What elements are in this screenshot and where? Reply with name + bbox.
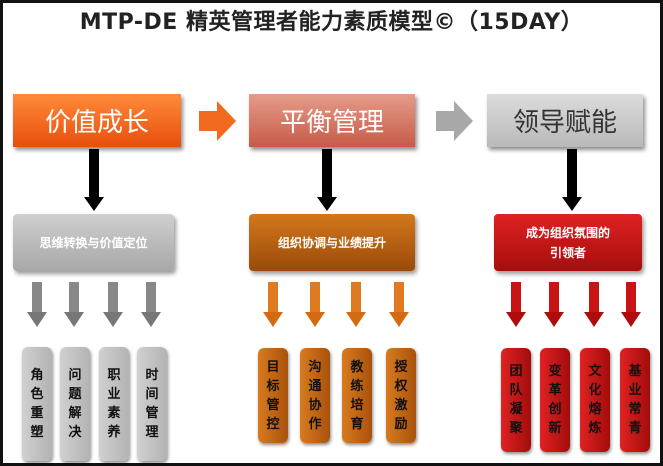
sub-box-label: 思维转换与价值定位 <box>39 235 148 250</box>
stage-balance-management: 平衡管理 <box>249 94 415 147</box>
down-arrow-black <box>317 149 337 211</box>
down-arrow-black <box>562 149 582 211</box>
leaf-label: 授权激励 <box>394 359 408 432</box>
stage-value-growth: 价值成长 <box>13 94 181 147</box>
leaf-role-reshape: 角色重塑 <box>22 347 52 461</box>
leaf-label: 文化熔炼 <box>588 364 602 436</box>
down-arrow-black <box>84 149 104 211</box>
down-arrow-red <box>506 282 526 327</box>
leaf-communication: 沟通协作 <box>300 348 330 443</box>
right-arrow-gray <box>436 101 473 141</box>
leaf-label: 沟通协作 <box>308 359 322 432</box>
leaf-label: 目标管控 <box>266 359 280 432</box>
leaf-culture-forging: 文化熔炼 <box>580 348 610 452</box>
leaf-goal-control: 目标管控 <box>258 348 288 443</box>
sub-box-coordination: 组织协调与业绩提升 <box>249 214 415 271</box>
down-arrow-orange <box>346 282 366 327</box>
sub-box-label: 组织协调与业绩提升 <box>277 235 386 250</box>
leaf-professionalism: 职业素养 <box>99 347 129 461</box>
leaf-label: 角色重塑 <box>30 368 44 440</box>
sub-box-label-line2: 引领者 <box>549 245 586 260</box>
leaf-enduring-business: 基业常青 <box>620 348 650 452</box>
down-arrow-orange <box>263 282 283 327</box>
leaf-label: 团队凝聚 <box>509 364 523 436</box>
leaf-label: 职业素养 <box>107 368 121 440</box>
down-arrow-gray <box>103 282 123 327</box>
sub-box-label-line1: 成为组织氛围的 <box>525 225 610 240</box>
down-arrow-orange <box>305 282 325 327</box>
leaf-problem-solving: 问题解决 <box>60 347 90 461</box>
down-arrow-red <box>584 282 604 327</box>
leaf-team-cohesion: 团队凝聚 <box>501 348 531 452</box>
leaf-coaching: 教练培育 <box>342 348 372 443</box>
leaf-delegation: 授权激励 <box>386 348 416 443</box>
leaf-label: 时间管理 <box>145 368 159 440</box>
down-arrow-gray <box>64 282 84 327</box>
leaf-label: 问题解决 <box>68 368 82 440</box>
leaf-label: 教练培育 <box>350 359 364 432</box>
down-arrow-gray <box>27 282 47 327</box>
stage-leadership-empowerment: 领导赋能 <box>487 94 643 147</box>
down-arrow-red <box>621 282 641 327</box>
sub-box-mindset: 思维转换与价值定位 <box>13 214 174 271</box>
leaf-time-management: 时间管理 <box>137 347 167 461</box>
right-arrow-orange <box>199 101 236 141</box>
leaf-label: 基业常青 <box>628 364 642 436</box>
leaf-change-innovation: 变革创新 <box>540 348 570 452</box>
down-arrow-red <box>544 282 564 327</box>
leaf-label: 变革创新 <box>548 364 562 436</box>
diagram-title: MTP-DE 精英管理者能力素质模型©（15DAY） <box>79 10 584 35</box>
down-arrow-gray <box>141 282 161 327</box>
sub-box-atmosphere-leader: 成为组织氛围的 引领者 <box>494 214 642 271</box>
down-arrow-orange <box>389 282 409 327</box>
